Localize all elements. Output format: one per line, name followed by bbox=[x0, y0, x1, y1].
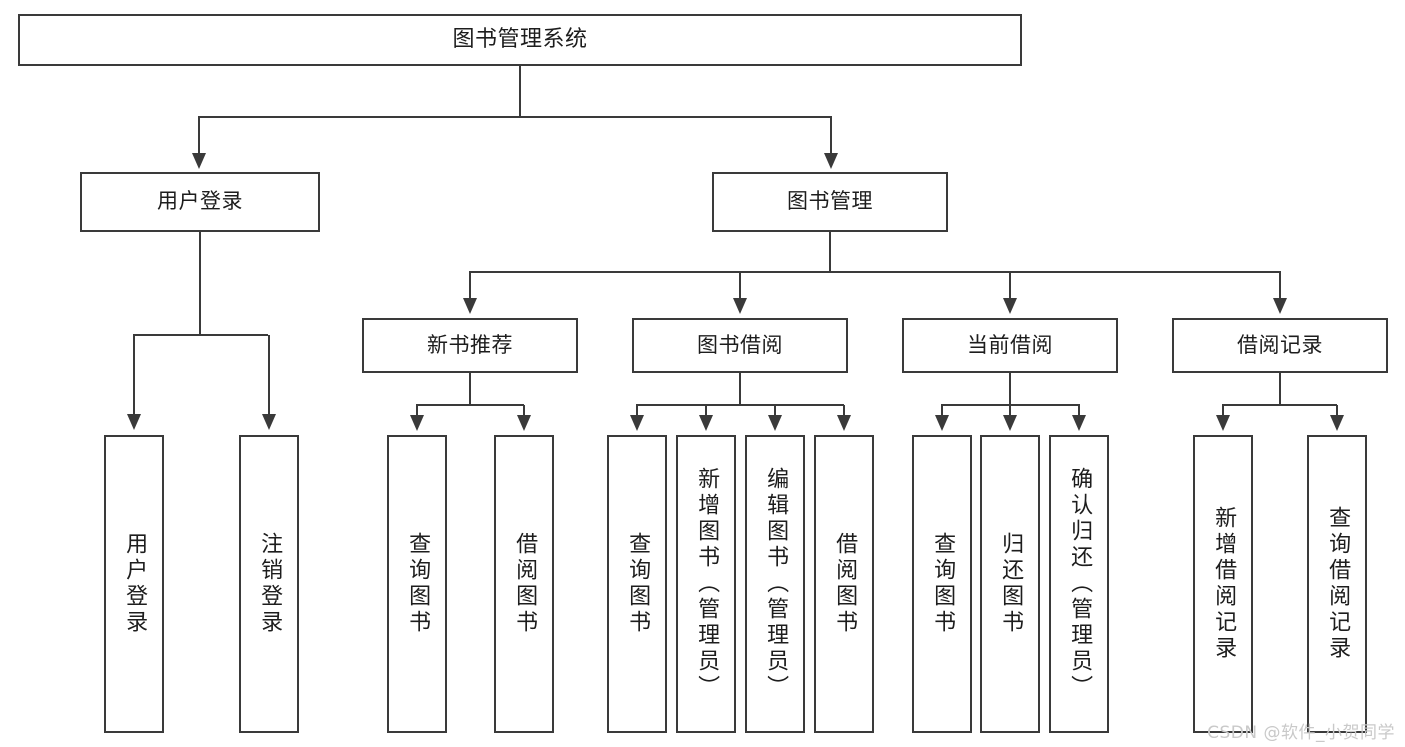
leaf-user-login[interactable]: 用户登录 bbox=[104, 435, 164, 733]
arrowhead-book-borrow-to-leaf-4 bbox=[837, 415, 851, 431]
connector-book-manage-bus bbox=[469, 271, 1281, 273]
arrowhead-book-borrow-to-leaf-3 bbox=[768, 415, 782, 431]
connector-current-borrow-stem bbox=[1009, 373, 1011, 405]
connector-book-borrow-to-leaf-4 bbox=[843, 405, 845, 419]
connector-root-to-book-manage bbox=[830, 117, 832, 157]
leaf-query-book-book-borrow[interactable]: 查询图书 bbox=[607, 435, 667, 733]
connector-new-book-rec-stem bbox=[469, 373, 471, 405]
connector-book-manage-to-new-book-rec bbox=[469, 272, 471, 302]
connector-book-borrow-bus bbox=[636, 404, 844, 406]
connector-user-login-to-leaf-1 bbox=[133, 335, 135, 418]
connector-book-borrow-stem bbox=[739, 373, 741, 405]
connector-new-book-rec-to-leaf-1 bbox=[416, 405, 418, 419]
connector-book-manage-to-current-borrow bbox=[1009, 272, 1011, 302]
arrowhead-user-login-to-leaf-1 bbox=[127, 414, 141, 430]
connector-borrow-record-stem bbox=[1279, 373, 1281, 405]
arrowhead-new-book-rec-to-leaf-2 bbox=[517, 415, 531, 431]
arrowhead-book-manage-to-book-borrow bbox=[733, 298, 747, 314]
leaf-borrow-book-book-borrow[interactable]: 借阅图书 bbox=[814, 435, 874, 733]
connector-current-borrow-to-leaf-3 bbox=[1078, 405, 1080, 419]
node-borrow-record[interactable]: 借阅记录 bbox=[1172, 318, 1388, 373]
arrowhead-borrow-record-to-leaf-2 bbox=[1330, 415, 1344, 431]
connector-book-manage-to-borrow-record bbox=[1279, 272, 1281, 302]
leaf-borrow-book-new-book-rec[interactable]: 借阅图书 bbox=[494, 435, 554, 733]
connector-current-borrow-to-leaf-1 bbox=[941, 405, 943, 419]
connector-current-borrow-to-leaf-2 bbox=[1009, 405, 1011, 419]
node-book-management[interactable]: 图书管理 bbox=[712, 172, 948, 232]
leaf-query-borrow-record[interactable]: 查询借阅记录 bbox=[1307, 435, 1367, 733]
arrowhead-book-manage-to-borrow-record bbox=[1273, 298, 1287, 314]
connector-root-bus bbox=[198, 116, 832, 118]
connector-user-login-to-leaf-2 bbox=[268, 335, 270, 418]
arrowhead-book-manage-to-new-book-rec bbox=[463, 298, 477, 314]
connector-borrow-record-to-leaf-1 bbox=[1222, 405, 1224, 419]
arrowhead-current-borrow-to-leaf-1 bbox=[935, 415, 949, 431]
connector-book-borrow-to-leaf-1 bbox=[636, 405, 638, 419]
arrowhead-root-to-user-login bbox=[192, 153, 206, 169]
arrowhead-root-to-book-manage bbox=[824, 153, 838, 169]
connector-new-book-rec-to-leaf-2 bbox=[523, 405, 525, 419]
arrowhead-borrow-record-to-leaf-1 bbox=[1216, 415, 1230, 431]
connector-book-manage-stem bbox=[829, 232, 831, 272]
arrowhead-book-borrow-to-leaf-2 bbox=[699, 415, 713, 431]
connector-book-manage-to-book-borrow bbox=[739, 272, 741, 302]
arrowhead-book-borrow-to-leaf-1 bbox=[630, 415, 644, 431]
connector-root-to-user-login bbox=[198, 117, 200, 157]
arrowhead-current-borrow-to-leaf-3 bbox=[1072, 415, 1086, 431]
arrowhead-new-book-rec-to-leaf-1 bbox=[410, 415, 424, 431]
node-new-book-recommend[interactable]: 新书推荐 bbox=[362, 318, 578, 373]
leaf-query-book-new-book-rec[interactable]: 查询图书 bbox=[387, 435, 447, 733]
arrowhead-user-login-to-leaf-2 bbox=[262, 414, 276, 430]
connector-book-borrow-to-leaf-2 bbox=[705, 405, 707, 419]
connector-borrow-record-bus bbox=[1222, 404, 1337, 406]
connector-book-borrow-to-leaf-3 bbox=[774, 405, 776, 419]
leaf-edit-book-admin[interactable]: 编辑图书（管理员） bbox=[745, 435, 805, 733]
node-book-borrow[interactable]: 图书借阅 bbox=[632, 318, 848, 373]
connector-user-login-bus bbox=[133, 334, 268, 336]
connector-borrow-record-to-leaf-2 bbox=[1336, 405, 1338, 419]
connector-new-book-rec-bus bbox=[416, 404, 524, 406]
leaf-add-book-admin[interactable]: 新增图书（管理员） bbox=[676, 435, 736, 733]
node-user-login[interactable]: 用户登录 bbox=[80, 172, 320, 232]
leaf-user-logout[interactable]: 注销登录 bbox=[239, 435, 299, 733]
arrowhead-current-borrow-to-leaf-2 bbox=[1003, 415, 1017, 431]
leaf-return-book[interactable]: 归还图书 bbox=[980, 435, 1040, 733]
arrowhead-book-manage-to-current-borrow bbox=[1003, 298, 1017, 314]
connector-user-login-stem bbox=[199, 232, 201, 335]
node-current-borrow[interactable]: 当前借阅 bbox=[902, 318, 1118, 373]
node-root-book-management-system[interactable]: 图书管理系统 bbox=[18, 14, 1022, 66]
connector-root-stem bbox=[519, 66, 521, 117]
leaf-confirm-return-admin[interactable]: 确认归还（管理员） bbox=[1049, 435, 1109, 733]
leaf-add-borrow-record[interactable]: 新增借阅记录 bbox=[1193, 435, 1253, 733]
leaf-query-book-current-borrow[interactable]: 查询图书 bbox=[912, 435, 972, 733]
